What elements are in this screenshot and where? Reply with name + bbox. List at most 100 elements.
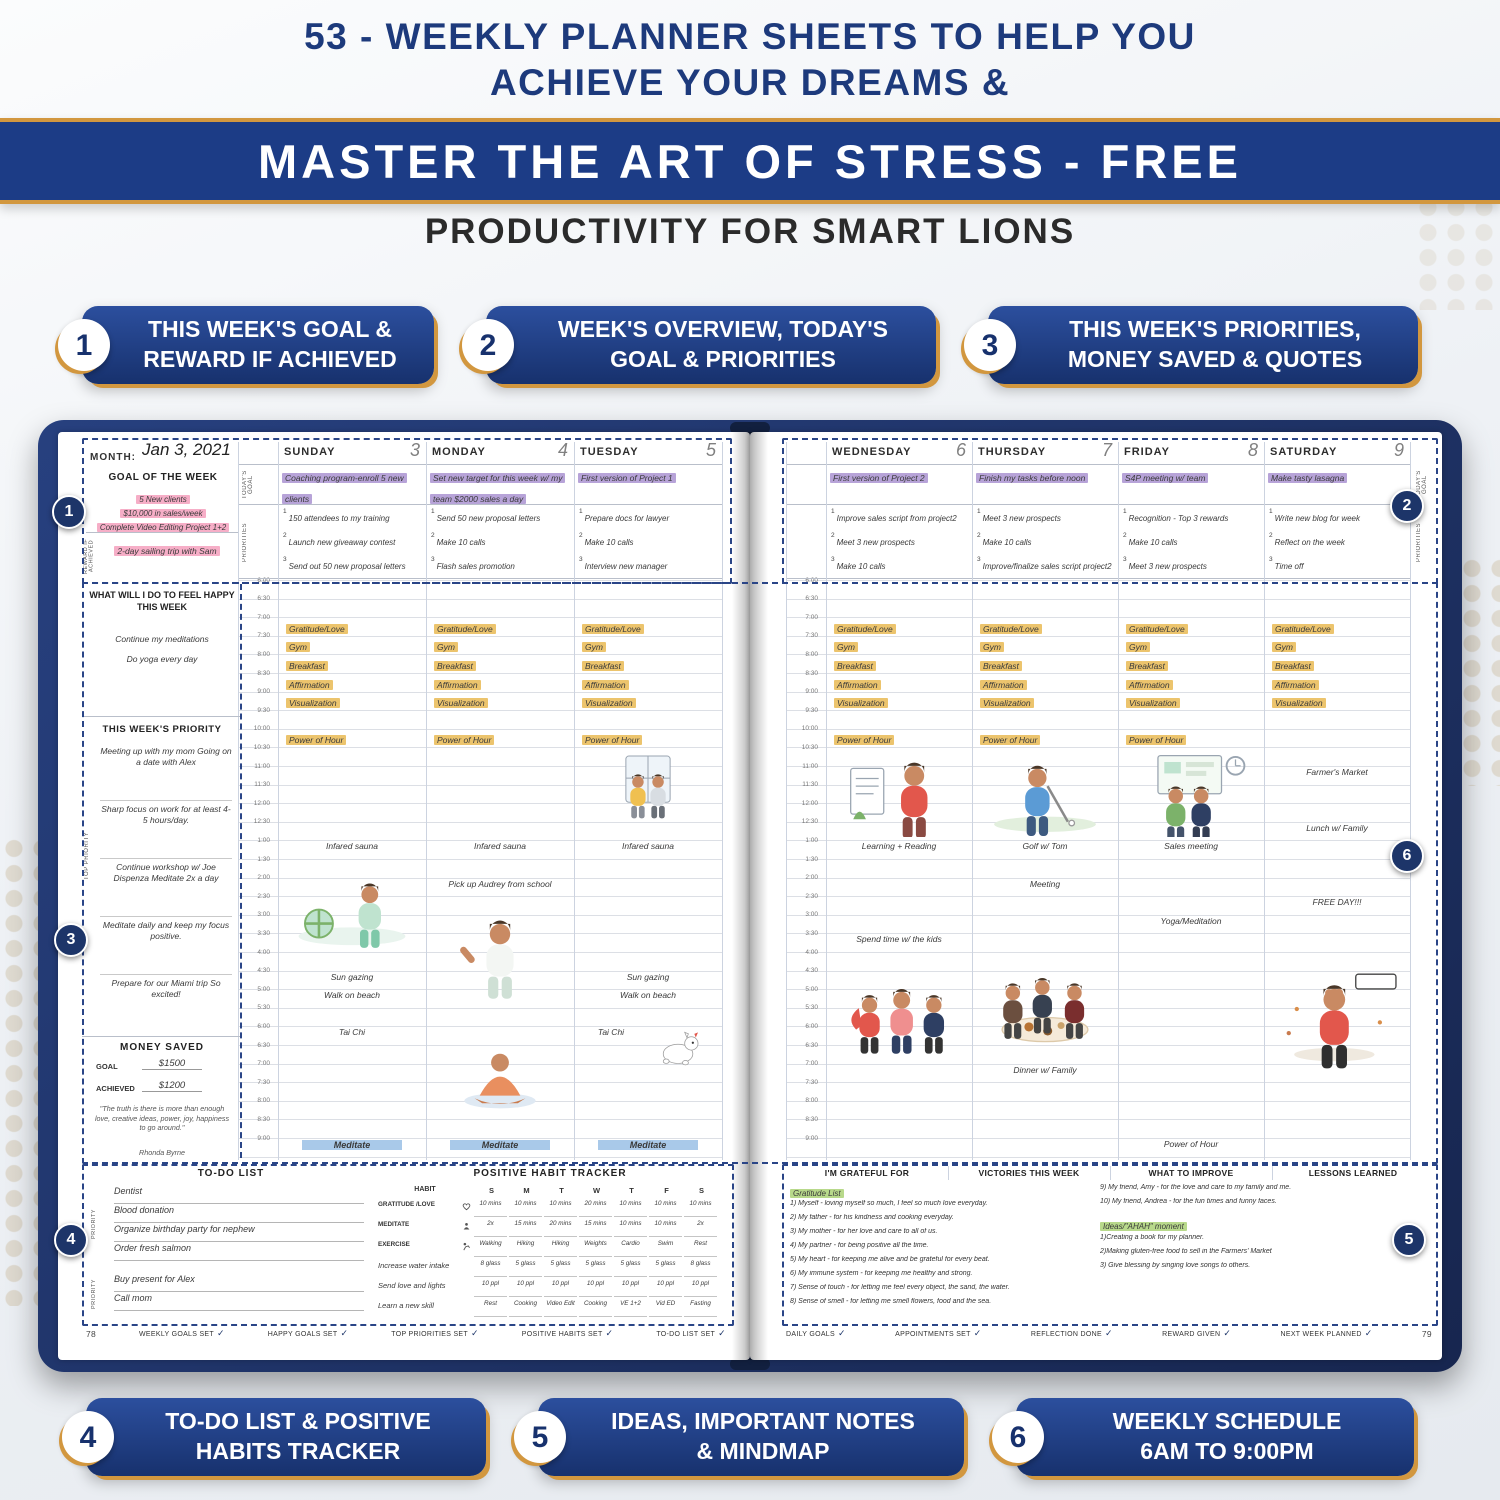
habit-highlight: Gym: [834, 642, 858, 653]
column-divider: [238, 442, 239, 1160]
tracker-cell: VE 1+2: [614, 1300, 647, 1317]
schedule-event: Power of Hour: [434, 730, 566, 748]
gratitude-item: 10) My friend, Andrea - for the fun time…: [1100, 1198, 1277, 1205]
schedule-gridline: [238, 673, 722, 674]
tracker-cell: 8 glass: [474, 1260, 507, 1277]
gratitude-item: 6) My immune system - for keeping me hea…: [790, 1270, 973, 1277]
schedule-event: Gratitude/Love: [1272, 619, 1402, 637]
todo-priority-label-1: PRIORITY: [91, 1209, 97, 1239]
check-icon: ✓: [470, 1328, 479, 1338]
schedule-event: Affirmation: [582, 675, 714, 693]
schedule-gridline: [786, 617, 1410, 619]
day-goal-wednesday: First version of Project 2: [830, 467, 968, 488]
callout-label: THIS WEEK'S GOAL & REWARD IF ACHIEVED: [143, 316, 397, 372]
check-icon: ✓: [718, 1328, 726, 1338]
callout-label: TO-DO LIST & POSITIVE HABITS TRACKER: [165, 1408, 431, 1464]
tracker-habit-label: GRATITUDE /LOVE: [378, 1201, 472, 1211]
time-label: 8:30: [805, 1115, 818, 1123]
priority-text: Reflect on the week: [1274, 538, 1345, 547]
footer-item: DAILY GOALS✓: [786, 1328, 846, 1338]
gratitude-list-highlight: Gratitude List: [790, 1189, 844, 1198]
time-label: 10:30: [801, 743, 818, 751]
priority-number: 1: [1269, 508, 1273, 515]
page-right: [750, 432, 1442, 1360]
time-label: 4:30: [257, 967, 270, 975]
time-label: 1:30: [257, 855, 270, 863]
time-label: 7:30: [257, 1078, 270, 1086]
page-left: [58, 432, 750, 1360]
schedule-gridline: [786, 1119, 1410, 1121]
schedule-event: Walk on beach: [323, 990, 381, 1001]
day-name-friday: FRIDAY: [1124, 446, 1170, 458]
day-priority-friday: 1Recognition - Top 3 rewards: [1123, 508, 1259, 526]
goal-highlight: S4P meeting w/ team: [1122, 473, 1209, 483]
schedule-event: Gym: [582, 637, 714, 655]
schedule-gridline: [238, 877, 722, 879]
schedule-event: Visualization: [834, 693, 964, 711]
gratitude-item: 2) My father - for his kindness and cook…: [790, 1214, 954, 1221]
time-label: 8:30: [805, 669, 818, 677]
schedule-gridline: [238, 970, 722, 972]
schedule-event: Meeting: [1029, 878, 1061, 889]
priority-number: 3: [431, 556, 435, 563]
column-divider: [278, 442, 279, 1160]
time-label: 11:30: [254, 781, 270, 789]
heart-icon: [462, 1202, 471, 1214]
todo-item: Order fresh salmon: [114, 1243, 364, 1261]
tracker-day-header: S: [698, 1186, 704, 1195]
time-label: 2:00: [257, 874, 270, 882]
schedule-gridline: [786, 821, 1410, 823]
schedule-event: Visualization: [582, 693, 714, 711]
priority-item: Sharp focus on work for at least 4-5 hou…: [100, 804, 232, 859]
tracker-habit-label: Increase water intake: [378, 1261, 450, 1270]
tracker-cell: Cooking: [509, 1300, 542, 1317]
illustration-reading: [832, 748, 966, 840]
weekly-goal-item: Complete Video Editing Project 1+2: [92, 516, 234, 535]
headline-line1: 53 - WEEKLY PLANNER SHEETS TO HELP YOU: [304, 16, 1196, 57]
priority-number: 1: [431, 508, 435, 515]
marker-6: 6: [1390, 839, 1424, 873]
schedule-event: Visualization: [1126, 693, 1256, 711]
habit-highlight: Gratitude/Love: [1272, 623, 1334, 634]
money-achieved-value: $1200: [142, 1080, 202, 1092]
habit-highlight: Breakfast: [286, 660, 328, 671]
schedule-event: Power of Hour: [980, 730, 1110, 748]
day-priority-wednesday: 2Meet 3 new prospects: [831, 532, 967, 550]
schedule-gridline: [786, 1063, 1410, 1065]
priority-text: Improve sales script from project2: [836, 514, 957, 523]
habit-highlight: Gym: [1126, 642, 1150, 653]
schedule-event: Affirmation: [980, 675, 1110, 693]
schedule-event: Visualization: [980, 693, 1110, 711]
schedule-gridline: [786, 1082, 1410, 1084]
schedule-gridline: [786, 1045, 1410, 1046]
check-icon: ✓: [1104, 1328, 1113, 1338]
day-priority-wednesday: 3Make 10 calls: [831, 556, 967, 574]
marker-5: 5: [1392, 1223, 1426, 1257]
day-date-sunday: 3: [409, 440, 420, 460]
schedule-event: FREE DAY!!!: [1312, 897, 1362, 908]
schedule-event: Breakfast: [1126, 656, 1256, 674]
schedule-event: Gratitude/Love: [980, 619, 1110, 637]
habit-highlight: Gratitude/Love: [434, 623, 496, 634]
priority-text: Flash sales promotion: [436, 562, 515, 571]
schedule-gridline: [786, 580, 1410, 581]
reward-highlight: 2-day sailing trip with Sam: [114, 546, 220, 556]
time-label: 10:00: [253, 725, 270, 733]
schedule-gridline: [786, 1156, 1410, 1158]
tracker-cell: 10 mins: [509, 1200, 542, 1217]
time-label: 7:00: [257, 1060, 270, 1068]
illustration-beach: [284, 860, 420, 949]
schedule-event: Tai Chi: [597, 1027, 625, 1038]
priority-text: Meet 3 new prospects: [836, 538, 915, 547]
day-priority-wednesday: 1Improve sales script from project2: [831, 508, 967, 526]
day-goal-tuesday: First version of Project 1: [578, 467, 718, 488]
day-goal-sunday: Coaching program-enroll 5 new clients: [282, 467, 422, 509]
tracker-cell: Fasting: [684, 1300, 717, 1317]
day-priority-saturday: 3Time off: [1269, 556, 1405, 574]
time-label: 8:30: [257, 1115, 270, 1123]
gratitude-item: 1) Myself - loving myself so much, I fee…: [790, 1200, 988, 1207]
priority-text: Make 10 calls: [982, 538, 1032, 547]
